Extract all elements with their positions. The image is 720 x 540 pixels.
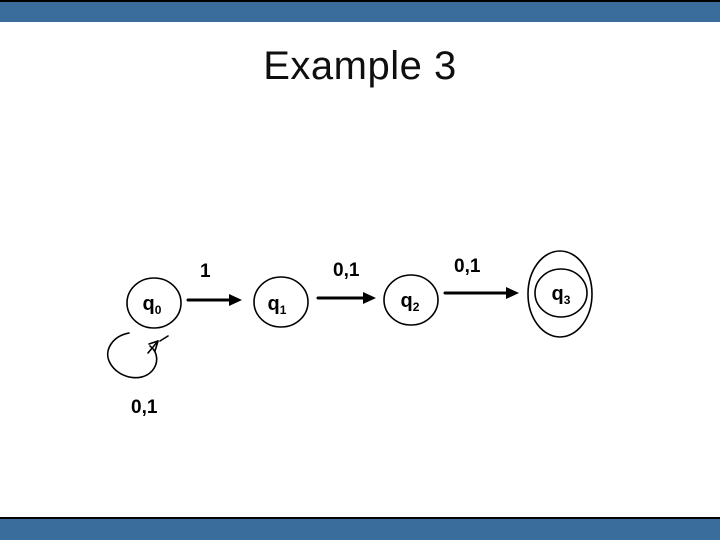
state-label-q0-sub: 0 (154, 303, 162, 317)
state-label-q2: q2 (400, 290, 420, 314)
state-circle-q0 (126, 277, 182, 329)
state-label-q1-sub: 1 (279, 303, 287, 317)
self-loop-q0 (106, 332, 169, 379)
state-circle-q3 (534, 268, 588, 318)
transition-label-q0-self: 0,1 (131, 397, 158, 418)
state-circle-q1 (253, 276, 309, 328)
state-label-q3-base: q (551, 283, 564, 305)
transition-label-q0-q1: 1 (200, 261, 211, 282)
state-label-q0-base: q (142, 293, 155, 315)
state-label-q2-sub: 2 (412, 300, 420, 314)
state-label-q1: q1 (267, 293, 287, 317)
state-label-q1-base: q (267, 293, 280, 315)
top-border-bar (0, 0, 720, 22)
state-circle-q2 (383, 274, 439, 326)
transition-arrow-q1-q2 (316, 292, 376, 304)
transition-label-q2-q3: 0,1 (454, 256, 481, 277)
transition-label-q1-q2: 0,1 (333, 260, 360, 281)
slide-title: Example 3 (263, 44, 457, 88)
bottom-border-bar (0, 517, 720, 540)
state-label-q0: q0 (142, 293, 162, 317)
accepting-outer-ring-q3 (527, 250, 593, 338)
transition-arrow-q2-q3 (443, 287, 519, 299)
state-label-q3-sub: 3 (563, 293, 571, 307)
state-label-q2-base: q (400, 290, 413, 312)
transition-arrow-q0-q1 (186, 294, 242, 306)
state-label-q3: q3 (551, 283, 571, 307)
